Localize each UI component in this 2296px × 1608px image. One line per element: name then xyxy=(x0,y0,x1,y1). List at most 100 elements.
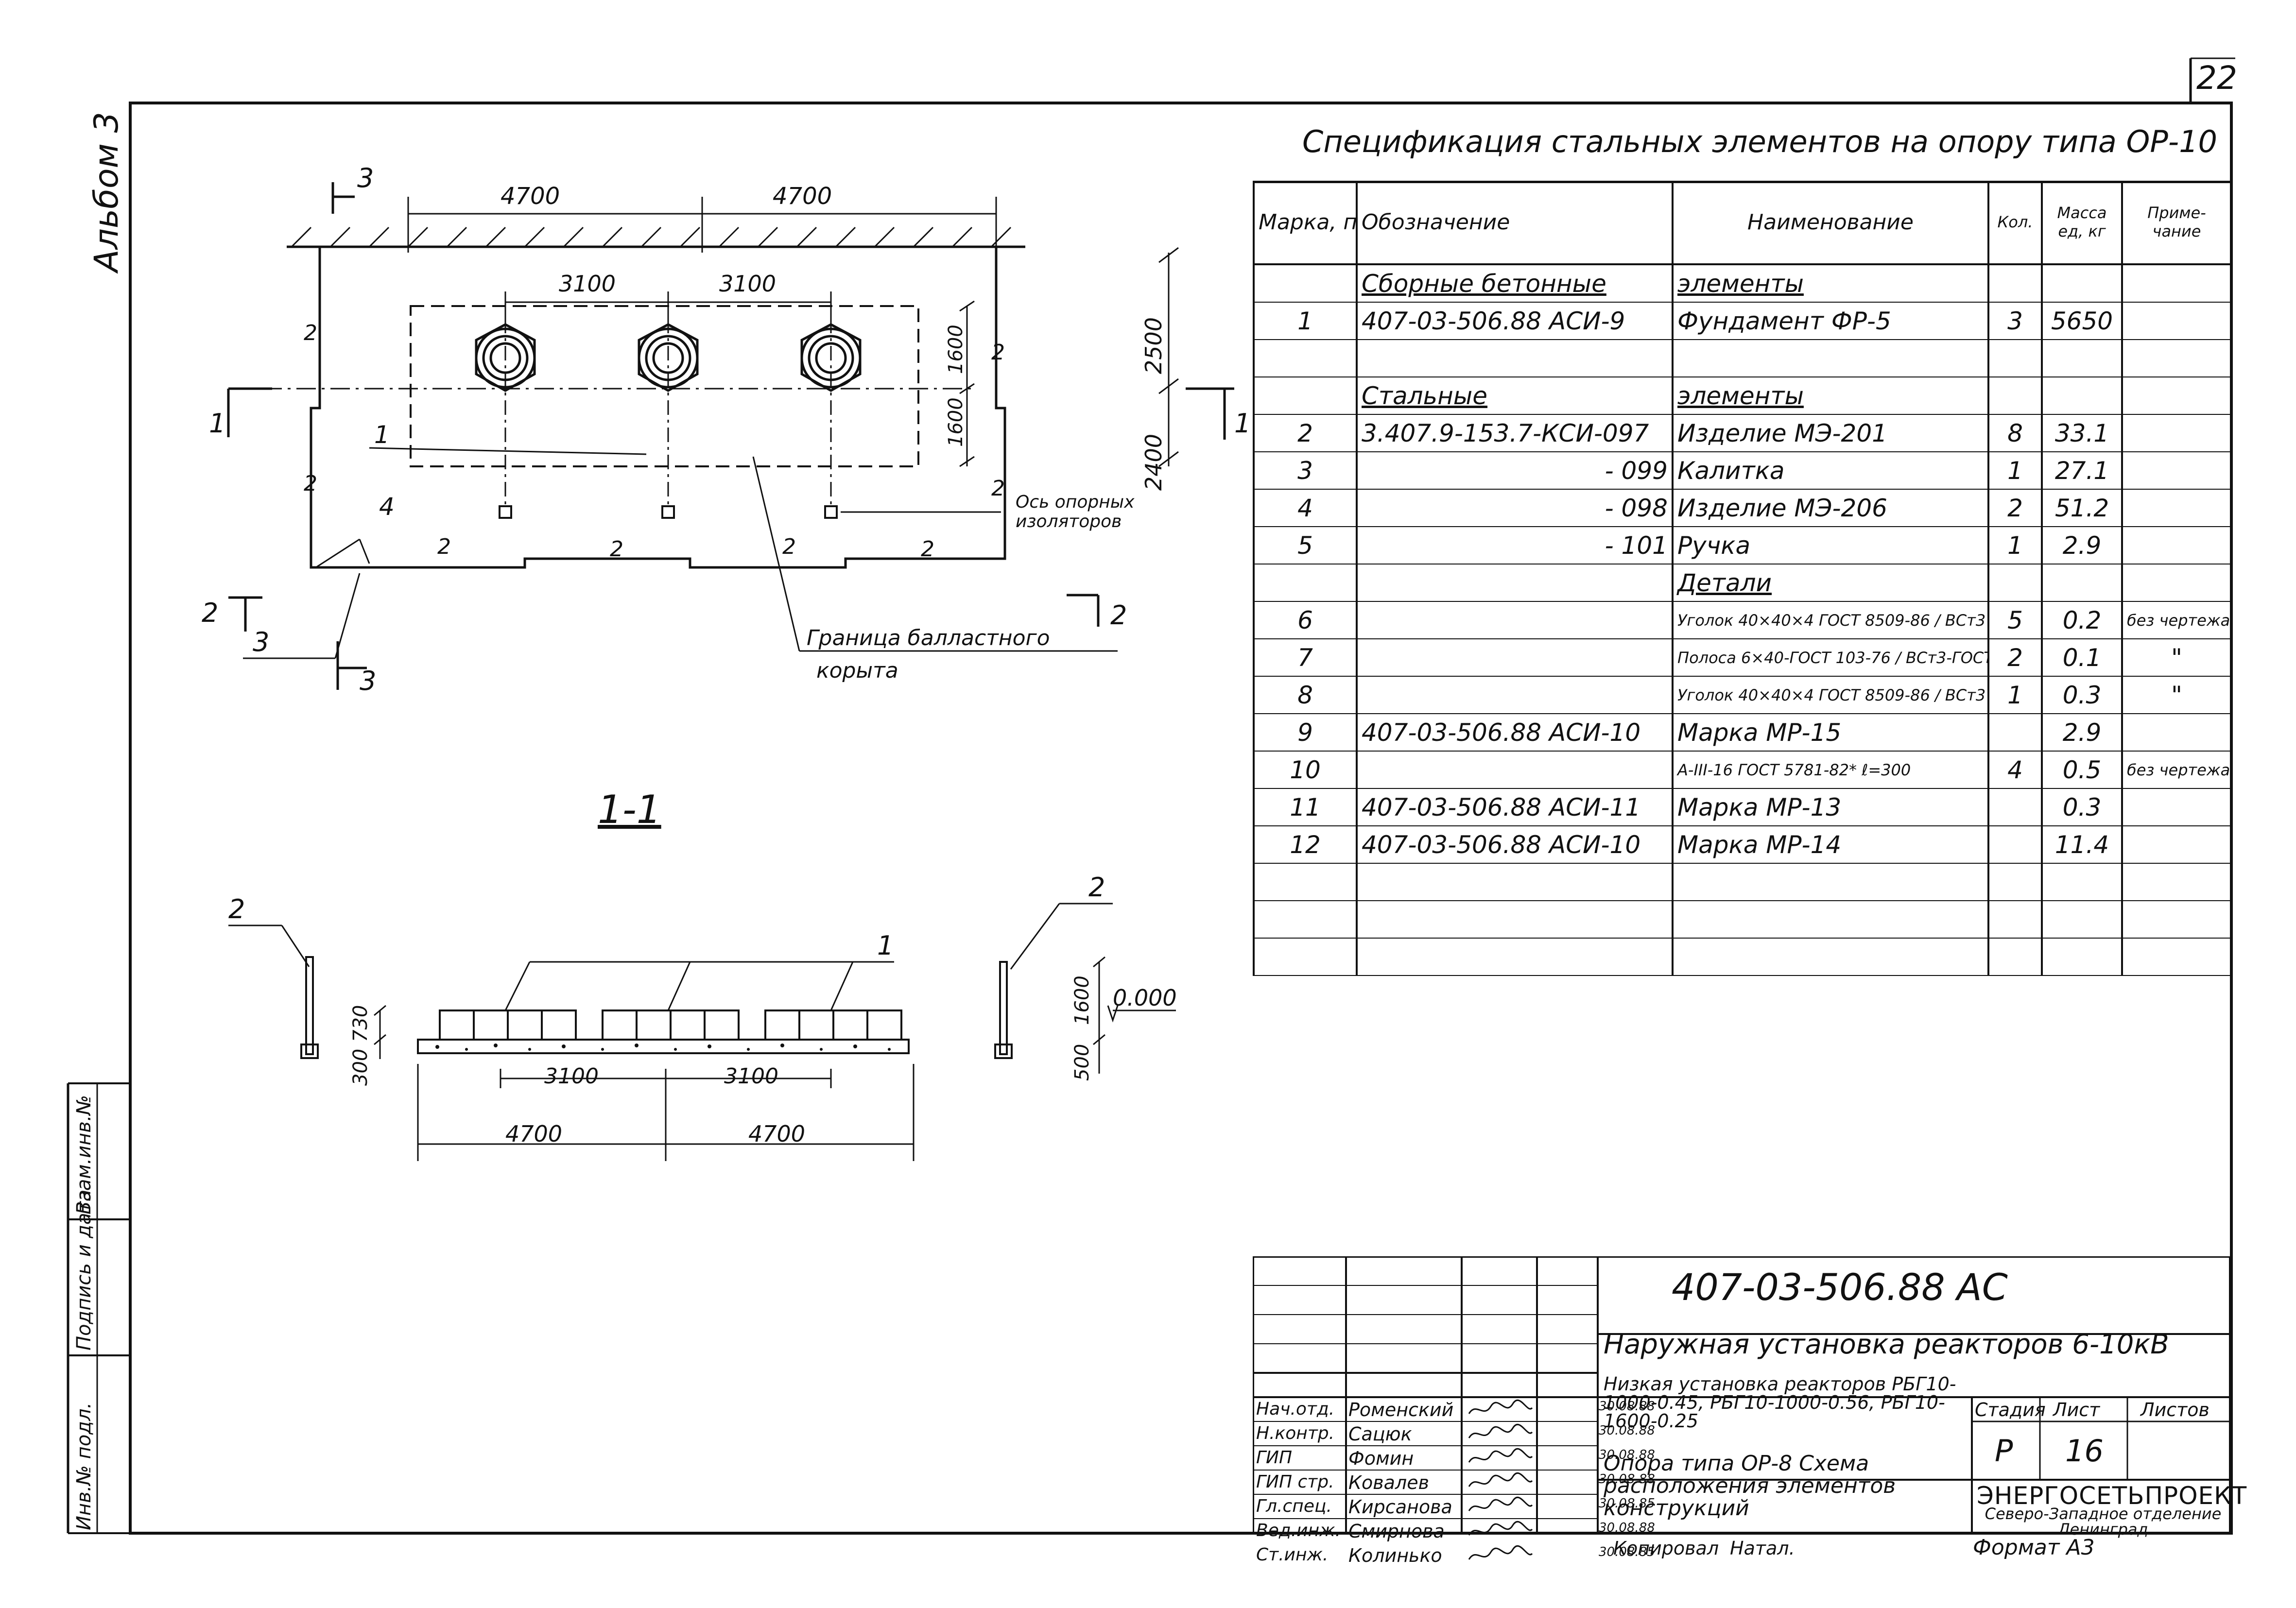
dim-4700-a: 4700 xyxy=(505,1121,562,1147)
spec-cell-note xyxy=(2121,302,2232,340)
spec-cell-designation: 3.407.9-153.7-КСИ-097 xyxy=(1356,414,1674,452)
spec-header-mass: Масса ед, кг xyxy=(2041,181,2123,265)
stamp-grid xyxy=(1253,1256,2231,1533)
label-2-b: 2 xyxy=(304,471,317,496)
signature-scribble xyxy=(1468,1423,1533,1438)
label-1-plan: 1 xyxy=(374,421,390,449)
spec-cell-mass xyxy=(2041,377,2123,415)
stamp-stage-label: Стадия xyxy=(1975,1399,2046,1420)
spec-cell-name xyxy=(1672,901,1989,939)
spec-header-row: Марка, поз. Обозначение Наименование Кол… xyxy=(1253,181,2232,265)
spec-row xyxy=(1253,340,2232,377)
label-4-plan: 4 xyxy=(379,493,395,521)
spec-cell-name: Марка МР-14 xyxy=(1672,826,1989,864)
section-mark-1-right: 1 xyxy=(1234,408,1251,439)
stamp-person-role: Н.контр. xyxy=(1256,1423,1335,1443)
spec-cell-mark xyxy=(1253,564,1358,602)
spec-cell-mark xyxy=(1253,863,1358,901)
spec-cell-qty xyxy=(1987,826,2043,864)
dim-730: 730 xyxy=(349,1005,372,1042)
section-mark-3-mid: 3 xyxy=(253,627,269,657)
label-2-f: 2 xyxy=(921,537,934,562)
spec-cell-mark: 10 xyxy=(1253,751,1358,789)
stamp-person-name: Роменский xyxy=(1348,1399,1454,1420)
spec-cell-qty xyxy=(1987,901,2043,939)
spec-cell-designation: - 101 xyxy=(1356,527,1674,565)
stamp-person-role: ГИП стр. xyxy=(1256,1472,1334,1492)
spec-cell-designation: - 098 xyxy=(1356,489,1674,527)
label-2-g: 2 xyxy=(991,340,1005,365)
spec-table: Марка, поз. Обозначение Наименование Кол… xyxy=(1253,181,2232,976)
spec-row: Детали xyxy=(1253,564,2232,602)
dim-4700-left: 4700 xyxy=(501,183,560,210)
stamp-org: ЭНЕРГОСЕТЬПРОЕКТ xyxy=(1977,1482,2247,1510)
spec-row xyxy=(1253,901,2232,939)
stamp-person-name: Ковалев xyxy=(1348,1472,1429,1493)
stamp-copied: Копировал xyxy=(1613,1538,1719,1559)
section-mark-3-bottom: 3 xyxy=(360,666,376,696)
spec-cell-name: Ручка xyxy=(1672,527,1989,565)
plan-view: 3 4700 4700 3100 3100 2500 2400 1600 160… xyxy=(202,163,1251,696)
spec-cell-designation xyxy=(1356,938,1674,976)
spec-cell-name: Уголок 40×40×4 ГОСТ 8509-86 / ВСт3 ГОСТ … xyxy=(1672,601,1989,639)
signature-scribble xyxy=(1468,1521,1533,1536)
spec-cell-mass xyxy=(2041,264,2123,303)
spec-cell-name: элементы xyxy=(1672,264,1989,303)
stamp-person-name: Сацюк xyxy=(1348,1423,1412,1445)
spec-cell-name: Изделие МЭ-201 xyxy=(1672,414,1989,452)
spec-cell-mark xyxy=(1253,901,1358,939)
spec-cell-name: Уголок 40×40×4 ГОСТ 8509-86 / ВСт3 ГОСТ … xyxy=(1672,676,1989,714)
spec-cell-qty: 3 xyxy=(1987,302,2043,340)
spec-cell-name xyxy=(1672,863,1989,901)
stamp-person-date: 30.08.88 xyxy=(1599,1399,1655,1414)
spec-cell-note xyxy=(2121,564,2232,602)
stamp-person-role: Нач.отд. xyxy=(1256,1399,1335,1419)
section-view: 2 2 1 730 300 1600 500 0.000 3100 3100 4… xyxy=(228,872,1177,1161)
spec-cell-qty: 2 xyxy=(1987,489,2043,527)
margin-inv-label: Инв.№ подл. xyxy=(73,1402,95,1530)
spec-cell-name: Фундамент ФР-5 xyxy=(1672,302,1989,340)
dim-1600-bottom: 1600 xyxy=(945,397,967,447)
dim-2500: 2500 xyxy=(1140,317,1167,374)
spec-cell-qty xyxy=(1987,863,2043,901)
spec-cell-note xyxy=(2121,863,2232,901)
spec-cell-note xyxy=(2121,452,2232,490)
stamp-person-date: 30.08.88 xyxy=(1599,1423,1655,1438)
spec-cell-designation: 407-03-506.88 АСИ-10 xyxy=(1356,826,1674,864)
spec-cell-mark xyxy=(1253,938,1358,976)
spec-cell-mass: 5650 xyxy=(2041,302,2123,340)
spec-header-mark: Марка, поз. xyxy=(1253,181,1358,265)
spec-cell-mass: 33.1 xyxy=(2041,414,2123,452)
stamp-person-date: 30.08.85 xyxy=(1599,1496,1655,1511)
stamp-person-role: Гл.спец. xyxy=(1256,1496,1332,1516)
stamp-person-date: 30.08.88 xyxy=(1599,1472,1655,1487)
spec-header-note: Приме- чание xyxy=(2121,181,2232,265)
spec-cell-note xyxy=(2121,901,2232,939)
spec-cell-note xyxy=(2121,527,2232,565)
spec-cell-note xyxy=(2121,377,2232,415)
spec-cell-mass: 0.2 xyxy=(2041,601,2123,639)
section-title: 1-1 xyxy=(598,787,661,832)
stamp-org-sub: Северо-Западное отделение Ленинград xyxy=(1985,1505,2222,1539)
ballast-border-2: корыта xyxy=(816,658,898,683)
spec-header-qty: Кол. xyxy=(1987,181,2043,265)
stamp-person-name: Кирсанова xyxy=(1348,1496,1452,1518)
spec-cell-designation xyxy=(1356,564,1674,602)
spec-cell-mass xyxy=(2041,564,2123,602)
spec-cell-name: Калитка xyxy=(1672,452,1989,490)
spec-cell-designation xyxy=(1356,639,1674,677)
spec-cell-designation: 407-03-506.88 АСИ-11 xyxy=(1356,788,1674,826)
spec-header-designation: Обозначение xyxy=(1356,181,1674,265)
section-label-2-left: 2 xyxy=(228,894,245,924)
spec-cell-mass: 2.9 xyxy=(2041,714,2123,752)
signature-scribble xyxy=(1468,1496,1533,1511)
spec-cell-qty: 1 xyxy=(1987,527,2043,565)
